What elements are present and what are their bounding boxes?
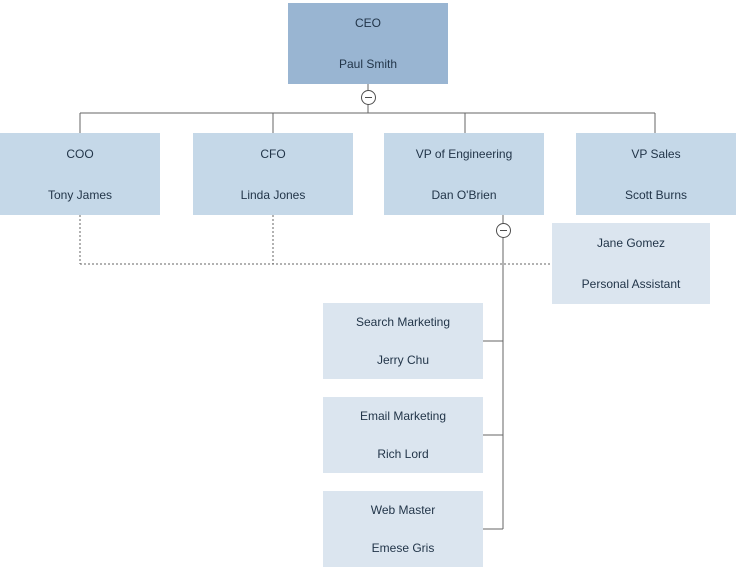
node-person: Tony James xyxy=(47,187,113,202)
org-node-vp-engineering[interactable]: VP of Engineering Dan O'Brien xyxy=(384,133,544,215)
node-title: CFO xyxy=(260,146,286,161)
node-person: Rich Lord xyxy=(377,447,429,461)
node-person: Jane Gomez xyxy=(596,236,666,251)
node-title: Web Master xyxy=(370,503,436,517)
node-title: Personal Assistant xyxy=(581,276,681,291)
org-node-cfo[interactable]: CFO Linda Jones xyxy=(193,133,353,215)
node-title: VP Sales xyxy=(631,146,681,161)
org-node-search-marketing[interactable]: Search Marketing Jerry Chu xyxy=(323,303,483,379)
node-person: Paul Smith xyxy=(338,56,398,71)
node-person: Dan O'Brien xyxy=(431,187,497,202)
collapse-minus-icon[interactable] xyxy=(361,90,376,105)
node-person: Scott Burns xyxy=(624,187,688,202)
org-node-web-master[interactable]: Web Master Emese Gris xyxy=(323,491,483,567)
minus-icon xyxy=(365,97,372,98)
node-title: VP of Engineering xyxy=(415,146,513,161)
minus-icon xyxy=(500,230,507,231)
org-node-vp-sales[interactable]: VP Sales Scott Burns xyxy=(576,133,736,215)
node-title: Search Marketing xyxy=(355,315,451,329)
org-node-email-marketing[interactable]: Email Marketing Rich Lord xyxy=(323,397,483,473)
node-person: Linda Jones xyxy=(240,187,306,202)
node-title: Email Marketing xyxy=(359,409,447,423)
org-node-coo[interactable]: COO Tony James xyxy=(0,133,160,215)
org-node-personal-assistant[interactable]: Jane Gomez Personal Assistant xyxy=(552,223,710,304)
node-title: COO xyxy=(66,146,94,161)
node-person: Jerry Chu xyxy=(376,353,429,367)
collapse-minus-icon[interactable] xyxy=(496,223,511,238)
node-person: Emese Gris xyxy=(371,541,435,555)
node-title: CEO xyxy=(354,16,381,31)
org-node-ceo[interactable]: CEO Paul Smith xyxy=(288,3,448,84)
